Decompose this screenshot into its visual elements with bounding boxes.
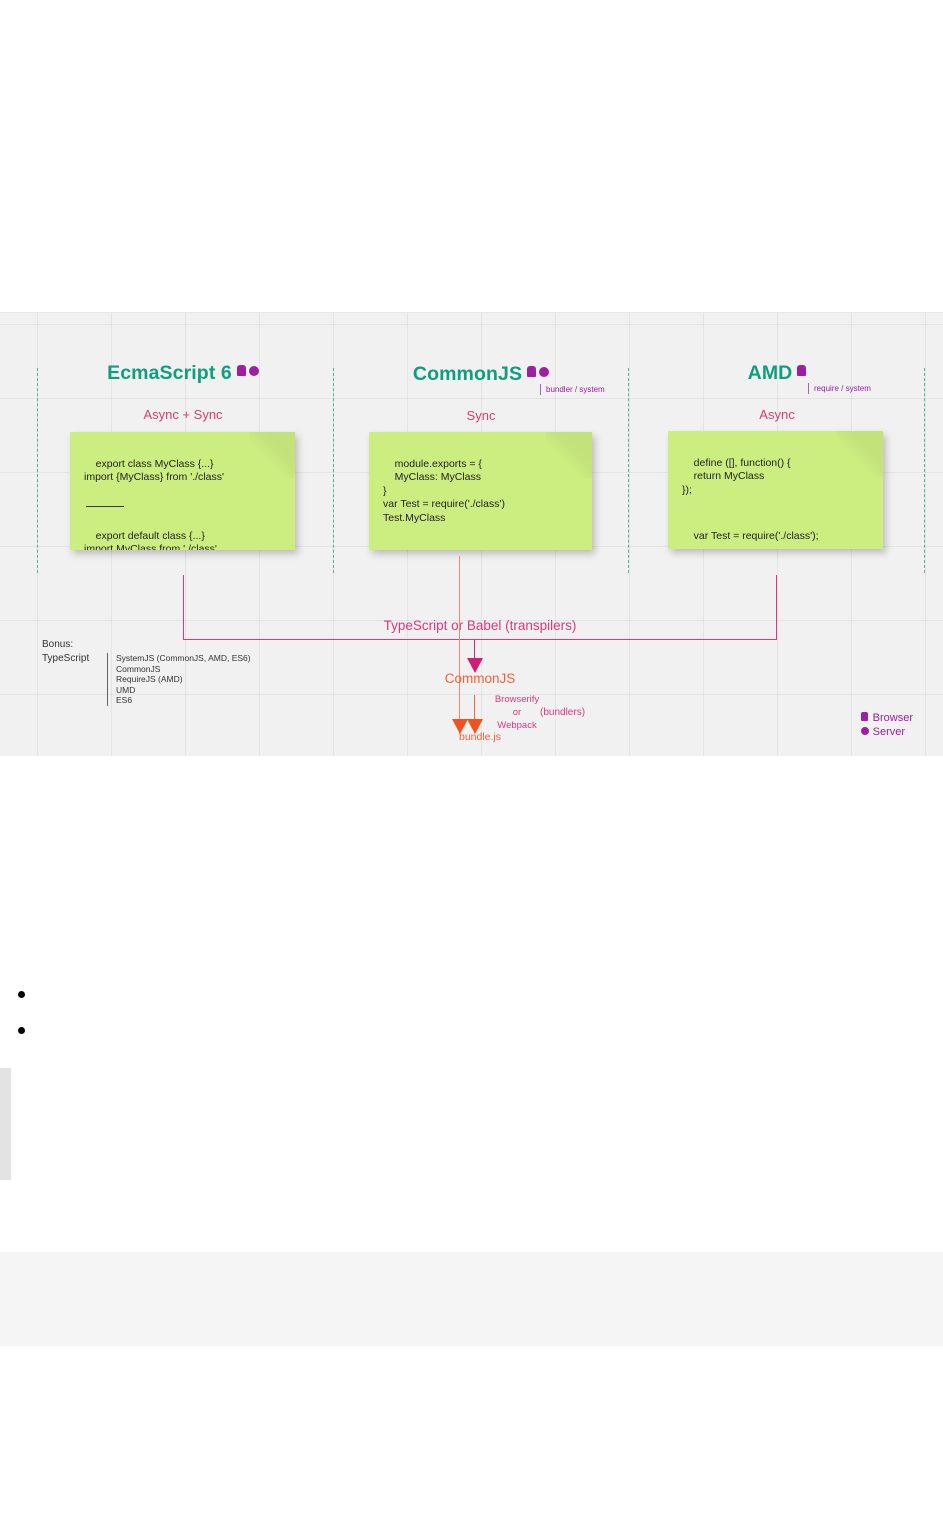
bullet-dot [18, 991, 25, 998]
column-title-ecmascript6: EcmaScript 6 [107, 359, 259, 385]
transpiler-output-stem [474, 640, 475, 660]
browser-legend-icon [860, 712, 868, 721]
figure-top-rule [0, 312, 943, 313]
code-ecmascript6-primary: export class MyClass {...} import {MyCla… [84, 457, 224, 484]
column-divider-1 [333, 368, 334, 573]
column-mode-ecmascript6: Async + Sync [143, 407, 223, 422]
code-ecmascript6-secondary: export default class {...} import MyClas… [84, 529, 217, 551]
list-item [18, 991, 418, 1005]
marker-group-commonjs [527, 360, 550, 383]
column-divider-left [37, 368, 38, 573]
server-marker-icon [248, 365, 259, 376]
bottom-band [0, 1252, 943, 1346]
browser-marker-icon [527, 366, 537, 378]
code-note-commonjs: module.exports = { MyClass: MyClass } va… [369, 432, 592, 550]
bonus-typescript-targets: SystemJS (CommonJS, AMD, ES6) CommonJS R… [107, 653, 251, 706]
column-title-text: EcmaScript 6 [107, 362, 232, 384]
column-mode-amd: Async [759, 407, 795, 422]
legend-label-browser: Browser [872, 712, 913, 724]
code-note-amd: define ([], function() { return MyClass … [668, 431, 883, 549]
marker-group-amd [797, 359, 807, 382]
bundle-output-file: bundle.js [458, 731, 502, 743]
module-systems-diagram: EcmaScript 6 Async + Sync export class M… [0, 313, 943, 756]
list-item [18, 1027, 418, 1041]
transpilers-bracket: TypeScript or Babel (transpilers) [183, 575, 777, 640]
note-divider-rule [86, 506, 124, 507]
bullet-dot [18, 1027, 25, 1034]
bundler-stem [474, 695, 475, 725]
annotation-commonjs-bundler: bundler / system [540, 384, 605, 395]
bundle-arrowhead-right [467, 719, 483, 734]
bundlers-names: Browserify or Webpack [494, 694, 540, 731]
code-commonjs: module.exports = { MyClass: MyClass } va… [383, 457, 505, 524]
code-note-ecmascript6: export class MyClass {...} import {MyCla… [70, 432, 295, 550]
column-title-text: AMD [747, 362, 793, 384]
column-ecmascript6: EcmaScript 6 Async + Sync [33, 359, 333, 422]
transpilers-label: TypeScript or Babel (transpilers) [383, 618, 577, 633]
left-edge-block [0, 1068, 11, 1180]
column-mode-commonjs: Sync [466, 408, 496, 423]
legend-label-server: Server [872, 726, 906, 738]
legend-item-server: Server [860, 725, 913, 739]
code-amd-primary: define ([], function() { return MyClass … [682, 456, 791, 496]
annotation-amd-require: require / system [808, 383, 871, 394]
server-marker-icon [539, 366, 550, 377]
pipeline-line-orange [459, 556, 460, 734]
column-divider-right [924, 368, 925, 573]
server-legend-icon [860, 727, 869, 735]
column-amd: AMD Async [627, 359, 927, 422]
bundlers-caption: (bundlers) [540, 707, 586, 718]
column-title-amd: AMD [748, 359, 807, 385]
transpiler-output-arrowhead [467, 658, 483, 673]
legend-item-browser: Browser [860, 711, 913, 725]
column-commonjs: CommonJS Sync [331, 360, 631, 423]
browser-marker-icon [797, 365, 807, 377]
column-title-text: CommonJS [412, 363, 523, 385]
pipeline-output-format: CommonJS [444, 671, 516, 686]
bundle-arrowhead-left [452, 719, 468, 734]
bonus-typescript-title: Bonus: TypeScript [42, 639, 90, 664]
code-amd-secondary: var Test = require('./class'); [693, 530, 819, 542]
marker-group-ecmascript6 [236, 359, 259, 382]
column-divider-2 [628, 368, 629, 573]
browser-marker-icon [236, 365, 246, 377]
diagram-legend: Browser Server [860, 711, 913, 739]
column-title-commonjs: CommonJS [412, 360, 550, 386]
